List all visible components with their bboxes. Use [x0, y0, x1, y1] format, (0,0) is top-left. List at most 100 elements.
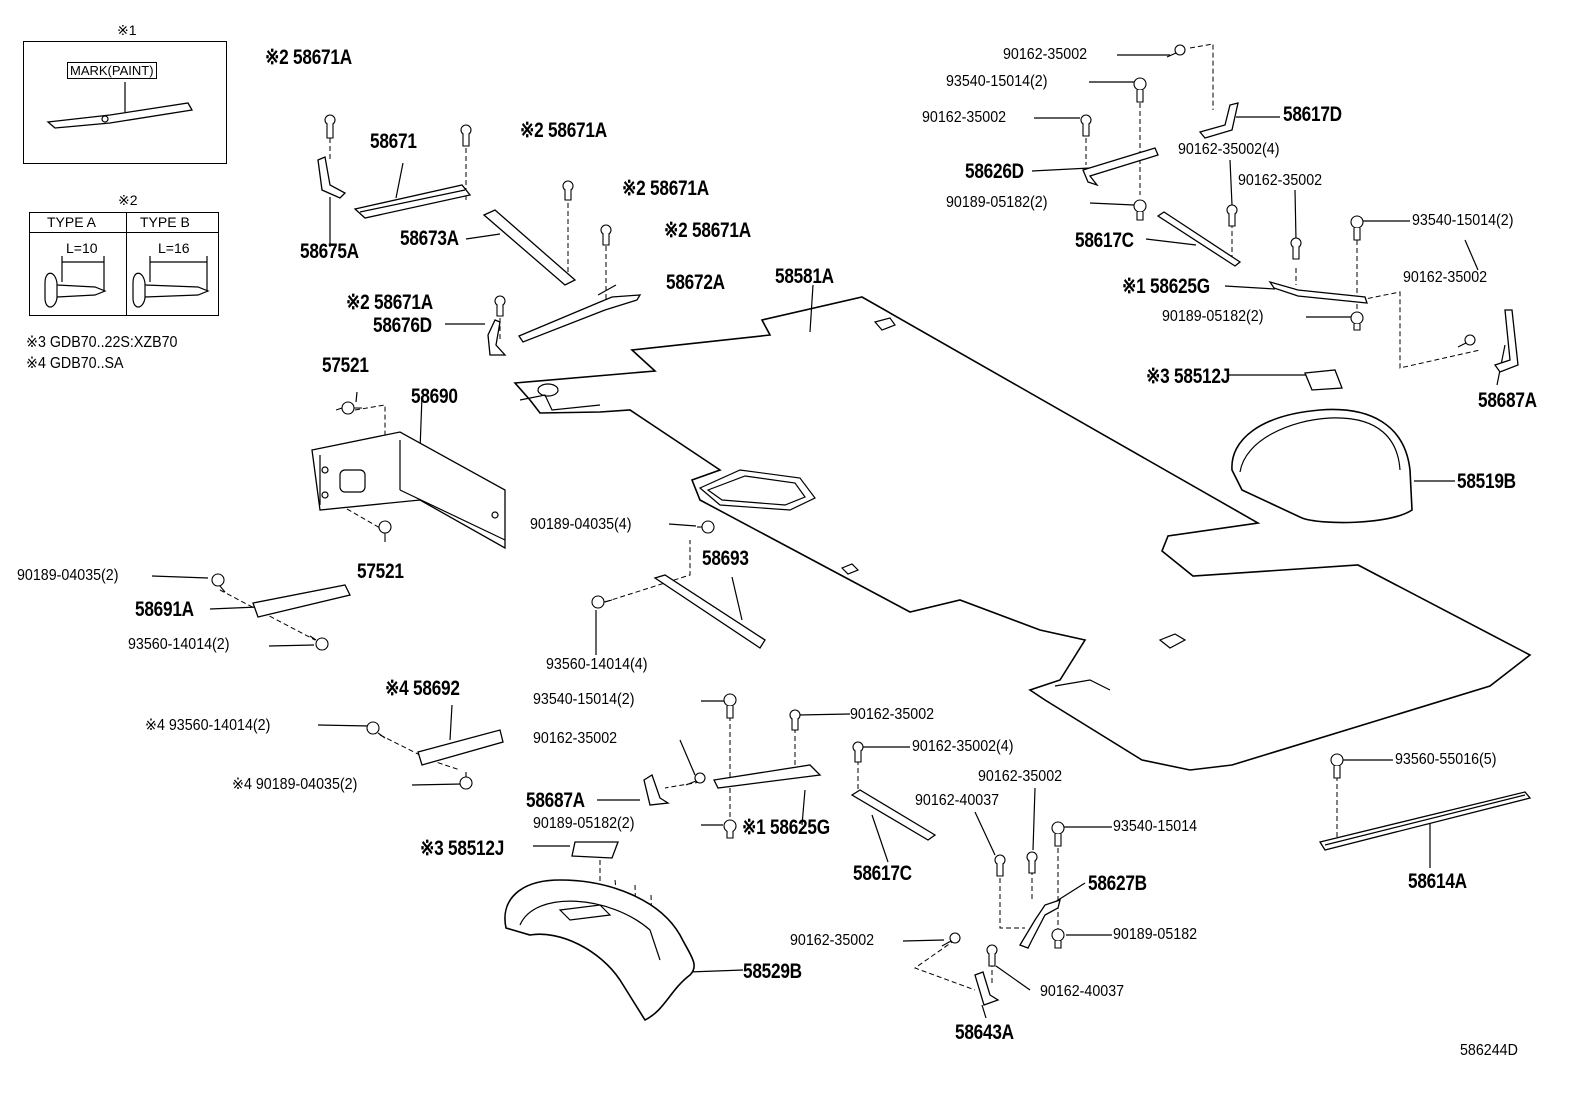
bracket-58671: [353, 184, 472, 219]
label-58626D: 58626D: [965, 160, 1024, 183]
label-58617C-a: 58617C: [853, 862, 912, 885]
label-58687A-b: 58687A: [1478, 389, 1537, 412]
type-a-header: TYPE A: [47, 214, 97, 230]
note1-box: [23, 41, 227, 164]
label-90162-35002-d: 90162-35002: [790, 932, 875, 949]
diagram-id: 586244D: [1460, 1042, 1518, 1059]
label-93540-15014-2a: 93540-15014(2): [533, 691, 635, 708]
label-58671A-2: ※2 58671A: [520, 119, 607, 142]
label-93560-14014-2a: 93560-14014(2): [128, 636, 230, 653]
label-90162-35002-f: 90162-35002: [922, 109, 1007, 126]
label-58671A-3: ※2 58671A: [622, 177, 709, 200]
label-90162-35002-g: 90162-35002: [1238, 172, 1323, 189]
strip-58693: [653, 574, 766, 649]
bracket-58617D: [1198, 102, 1239, 139]
label-58627B: 58627B: [1088, 872, 1147, 895]
patch-58512J-upper: [1304, 369, 1343, 391]
bracket-58687A-lower: [643, 774, 670, 806]
bracket-58673A: [482, 209, 577, 286]
label-57521-2: 57521: [357, 560, 404, 583]
label-58693: 58693: [702, 547, 749, 570]
label-90162-35002-b: 90162-35002: [850, 706, 935, 723]
label-90189-04035-4: 90189-04035(4): [530, 516, 632, 533]
label-58617D: 58617D: [1283, 103, 1342, 126]
label-58687A-a: 58687A: [526, 789, 585, 812]
label-58673A: 58673A: [400, 227, 459, 250]
wheel-house-cover-58529B: [504, 879, 695, 1022]
bracket-58617C-lower: [850, 789, 937, 841]
label-58643A: 58643A: [955, 1021, 1014, 1044]
note1-mark-label: MARK(PAINT): [67, 62, 157, 79]
label-58529B: 58529B: [743, 960, 802, 983]
type-a-length: L=10: [66, 240, 98, 256]
bracket-58625G-lower: [713, 764, 822, 789]
label-58672A: 58672A: [666, 271, 725, 294]
bracket-58672A: [518, 294, 642, 343]
note3-text: ※3 GDB70..22S:XZB70: [26, 334, 178, 351]
note2-column-divider: [126, 212, 127, 316]
type-b-length: L=16: [158, 240, 190, 256]
label-93540-15014-2b: 93540-15014(2): [946, 73, 1048, 90]
note2-title: ※2: [118, 192, 138, 208]
label-58692: ※4 58692: [385, 677, 460, 700]
label-57521-1: 57521: [322, 354, 369, 377]
label-90189-05182-2b: 90189-05182(2): [946, 194, 1048, 211]
panel-58690: [311, 431, 506, 550]
clip-58676D: [487, 319, 507, 356]
fastener-bolts: [211, 44, 1476, 967]
label-90162-35002-4b: 90162-35002(4): [1178, 141, 1280, 158]
rail-58614A: [1318, 791, 1532, 851]
label-90189-05182: 90189-05182: [1113, 926, 1198, 943]
note1-mark-paint-illustration: [46, 82, 194, 129]
label-58625G-b: ※1 58625G: [1122, 275, 1210, 298]
bracket-58643A: [974, 971, 1000, 1006]
wheel-house-cover-58519B: [1231, 408, 1413, 524]
type-b-header: TYPE B: [140, 214, 190, 230]
bracket-58625G-upper: [1268, 280, 1368, 304]
label-93540-15014: 93540-15014: [1113, 818, 1198, 835]
label-93560-55016-5: 93560-55016(5): [1395, 751, 1497, 768]
label-58671A-4: ※2 58671A: [664, 219, 751, 242]
patch-58512J-lower: [571, 841, 619, 859]
label-58676D: 58676D: [373, 314, 432, 337]
label-90189-05182-2a: 90189-05182(2): [533, 815, 635, 832]
label-58581A: 58581A: [775, 265, 834, 288]
label-90162-35002-4a: 90162-35002(4): [912, 738, 1014, 755]
label-58671A-1: ※2 58671A: [265, 46, 352, 69]
note2-screw-illustrations: [44, 256, 210, 308]
label-58671: 58671: [370, 130, 417, 153]
label-58512J-b: ※3 58512J: [1146, 365, 1231, 388]
label-90162-35002-c: 90162-35002: [978, 768, 1063, 785]
strip-58691A: [252, 584, 351, 618]
label-58690: 58690: [411, 385, 458, 408]
label-90162-35002-e: 90162-35002: [1003, 46, 1088, 63]
note1-title: ※1: [117, 22, 137, 38]
label-90189-05182-2c: 90189-05182(2): [1162, 308, 1264, 325]
label-90162-40037-b: 90162-40037: [1040, 983, 1125, 1000]
label-58614A: 58614A: [1408, 870, 1467, 893]
label-93560-14014-4: 93560-14014(4): [546, 656, 648, 673]
note4-text: ※4 GDB70..SA: [26, 355, 124, 372]
label-58691A: 58691A: [135, 598, 194, 621]
bracket-58626D: [1082, 147, 1159, 187]
note2-box: [29, 212, 219, 316]
note2-header-divider: [29, 232, 219, 233]
leader-lines: [151, 54, 1506, 1019]
bracket-58687A-upper: [1493, 309, 1519, 373]
floor-carpet-58581A: [513, 296, 1532, 771]
label-58671A-5: ※2 58671A: [346, 291, 433, 314]
label-93540-15014-2c: 93540-15014(2): [1412, 212, 1514, 229]
bracket-58617C-upper: [1156, 211, 1242, 267]
bracket-58675A: [317, 156, 347, 199]
label-90162-40037-a: 90162-40037: [915, 792, 1000, 809]
label-90162-35002-a: 90162-35002: [533, 730, 618, 747]
label-58617C-b: 58617C: [1075, 229, 1134, 252]
bracket-58627B: [1019, 899, 1061, 949]
label-93560-14014-2b: ※4 93560-14014(2): [145, 717, 271, 734]
label-90162-35002-h: 90162-35002: [1403, 269, 1488, 286]
label-58675A: 58675A: [300, 240, 359, 263]
label-90189-04035-2b: ※4 90189-04035(2): [232, 776, 358, 793]
label-58512J-a: ※3 58512J: [420, 837, 505, 860]
label-90189-04035-2a: 90189-04035(2): [17, 567, 119, 584]
